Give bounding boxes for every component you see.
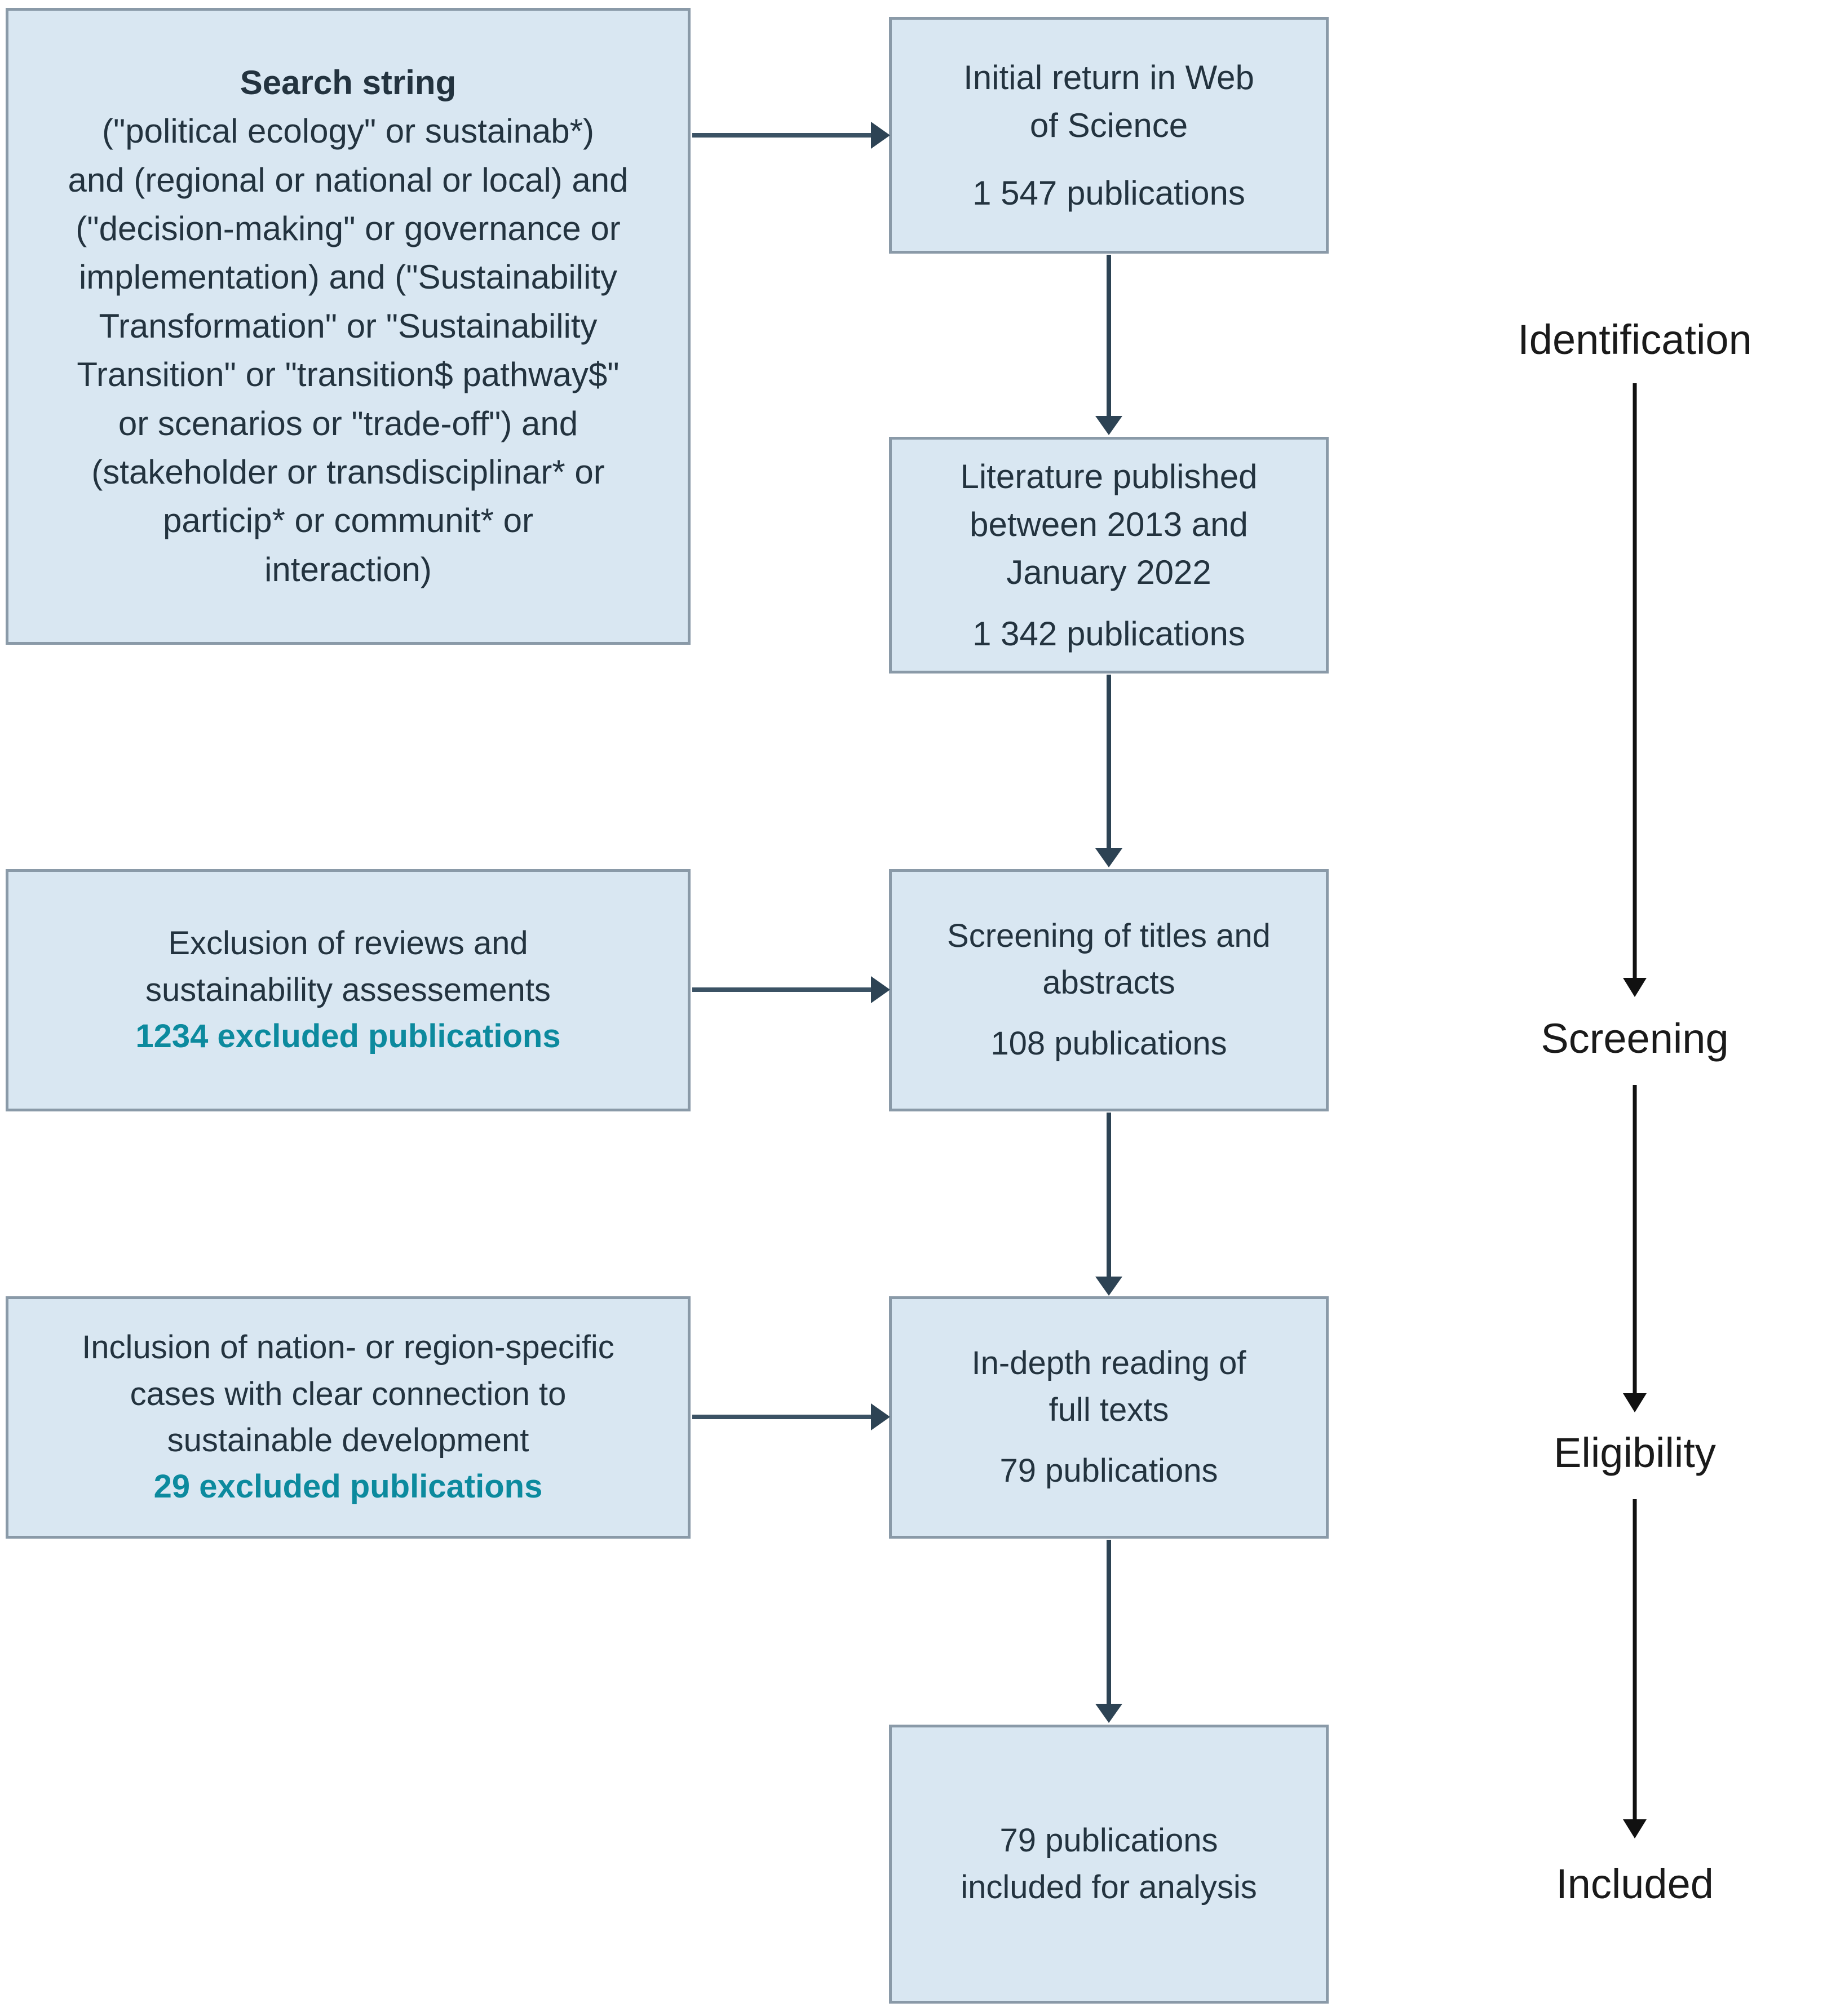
arrow-exclusion-to-screening [871,976,890,1003]
search-string-line-8: (stakeholder or transdisciplinar* or [91,453,605,491]
search-string-line-7: or scenarios or "trade-off") and [118,404,578,442]
arrow-inclusion-to-indepth [871,1403,890,1430]
inclusion-cases-line-2: cases with clear connection to [130,1375,567,1412]
search-string-line-6: Transition" or "transition$ pathway$" [77,356,620,394]
rail-arrow-screening [1623,978,1647,997]
search-string-title: Search string [240,63,457,101]
arrow-screening-to-indepth [1095,1277,1122,1296]
search-string-line-5: Transformation" or "Sustainability [99,307,598,345]
literature-published-line-1: Literature published [960,457,1258,495]
search-string-line-1: ("political ecology" or sustainab*) [101,112,595,150]
rail-line-identification-to-screening [1633,383,1637,981]
inclusion-cases-box: Inclusion of nation- or region-specific … [6,1296,691,1539]
connector-initial-to-literature [1107,255,1111,418]
stage-label-eligibility: Eligibility [1554,1429,1716,1476]
literature-published-line-3: January 2022 [1006,553,1211,591]
connector-exclusion-to-screening [692,987,873,992]
search-string-line-9: particip* or communit* or [163,502,533,540]
literature-published-line-2: between 2013 and [970,505,1248,543]
screening-titles-count: 108 publications [990,1025,1227,1062]
screening-titles-line-1: Screening of titles and [947,918,1271,955]
arrow-initial-to-literature [1095,416,1122,435]
inclusion-cases-line-3: sustainable development [167,1422,529,1459]
literature-published-count: 1 342 publications [972,615,1245,653]
inclusion-cases-count: 29 excluded publications [153,1468,543,1505]
included-analysis-box: 79 publications included for analysis [889,1725,1329,2004]
indepth-reading-line-2: full texts [1049,1391,1169,1428]
stage-label-included: Included [1556,1860,1714,1907]
initial-return-count: 1 547 publications [972,174,1245,212]
indepth-reading-box: In-depth reading of full texts 79 public… [889,1296,1329,1539]
exclusion-reviews-box: Exclusion of reviews and sustainability … [6,869,691,1111]
included-analysis-line-1: 79 publications [999,1822,1218,1859]
search-string-box: Search string ("political ecology" or su… [6,8,691,645]
screening-titles-line-2: abstracts [1042,964,1175,1001]
search-string-line-2: and (regional or national or local) and [68,161,629,199]
arrow-literature-to-screening [1095,848,1122,867]
search-string-line-3: ("decision-making" or governance or [76,210,621,248]
arrow-indepth-to-included [1095,1704,1122,1723]
connector-indepth-to-included [1107,1540,1111,1706]
stage-label-identification: Identification [1518,316,1752,363]
indepth-reading-count: 79 publications [999,1452,1218,1490]
connector-screening-to-indepth [1107,1113,1111,1279]
exclusion-reviews-line-2: sustainability assessements [145,971,551,1008]
connector-search-to-initial [692,133,873,138]
rail-line-screening-to-eligibility [1633,1085,1637,1398]
initial-return-line-1: Initial return in Web [963,59,1254,97]
connector-literature-to-screening [1107,675,1111,850]
rail-arrow-included [1623,1819,1647,1838]
arrow-search-to-initial [871,122,890,149]
stage-label-screening: Screening [1541,1015,1729,1062]
exclusion-reviews-count: 1234 excluded publications [135,1018,561,1055]
initial-return-box: Initial return in Web of Science 1 547 p… [889,17,1329,254]
inclusion-cases-line-1: Inclusion of nation- or region-specific [82,1329,614,1366]
search-string-line-4: implementation) and ("Sustainability [78,258,618,296]
screening-titles-box: Screening of titles and abstracts 108 pu… [889,869,1329,1111]
rail-line-eligibility-to-included [1633,1499,1637,1823]
connector-inclusion-to-indepth [692,1415,873,1419]
indepth-reading-line-1: In-depth reading of [971,1345,1246,1382]
search-string-line-10: interaction) [264,550,432,588]
literature-published-box: Literature published between 2013 and Ja… [889,437,1329,674]
initial-return-line-2: of Science [1029,107,1188,145]
exclusion-reviews-line-1: Exclusion of reviews and [168,925,528,962]
included-analysis-line-2: included for analysis [961,1868,1257,1906]
rail-arrow-eligibility [1623,1393,1647,1412]
